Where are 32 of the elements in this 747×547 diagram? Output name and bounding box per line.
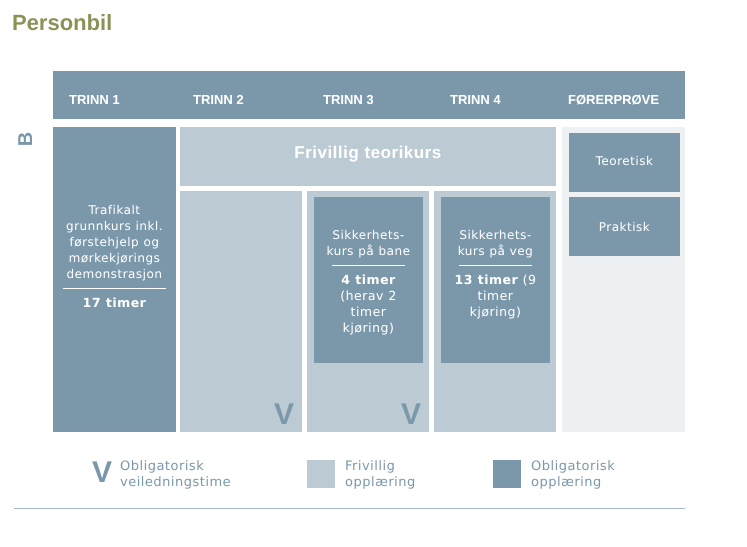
course-box <box>53 127 176 432</box>
guidance-mark: V <box>400 400 421 430</box>
column-heading: FØRERPRØVE <box>568 92 685 107</box>
legend-text: Obligatorisk veiledningstime <box>120 459 232 491</box>
course-hours: 4 timer (herav 2 timer kjøring) <box>339 272 398 336</box>
column-heading: TRINN 3 <box>323 92 433 107</box>
column-heading: TRINN 1 <box>69 92 179 107</box>
course-title: Trafikalt grunnkurs inkl. førstehjelp og mørkekjørings demonstrasjon <box>64 202 164 282</box>
legend-text: Obligatorisk opplæring <box>531 459 616 491</box>
course-band <box>180 127 556 186</box>
page-title: Personbil <box>12 10 112 36</box>
course-title: Praktisk <box>598 219 652 235</box>
column-panel <box>434 191 556 432</box>
course-box <box>569 197 680 256</box>
course-box <box>569 133 680 192</box>
guidance-mark: V <box>274 400 294 430</box>
column-panel <box>307 191 429 432</box>
column-panel <box>180 191 302 432</box>
course-box <box>441 197 550 363</box>
course-box <box>314 197 423 363</box>
column-panel <box>562 127 685 432</box>
column-heading: TRINN 4 <box>450 92 560 107</box>
course-hours: 17 timer <box>82 295 148 311</box>
licence-class-label: B <box>15 130 37 148</box>
legend-text: Frivillig opplæring <box>345 459 417 491</box>
band-title: Frivillig teorikurs <box>293 143 443 163</box>
column-heading: TRINN 2 <box>193 92 303 107</box>
course-title: Sikkerhets- kurs på bane <box>326 227 411 259</box>
guidance-mark: V <box>92 458 112 488</box>
course-title: Sikkerhets- kurs på veg <box>456 227 534 259</box>
course-title: Teoretisk <box>594 153 654 169</box>
course-hours: 13 timer (9 timer kjøring) <box>454 272 538 320</box>
